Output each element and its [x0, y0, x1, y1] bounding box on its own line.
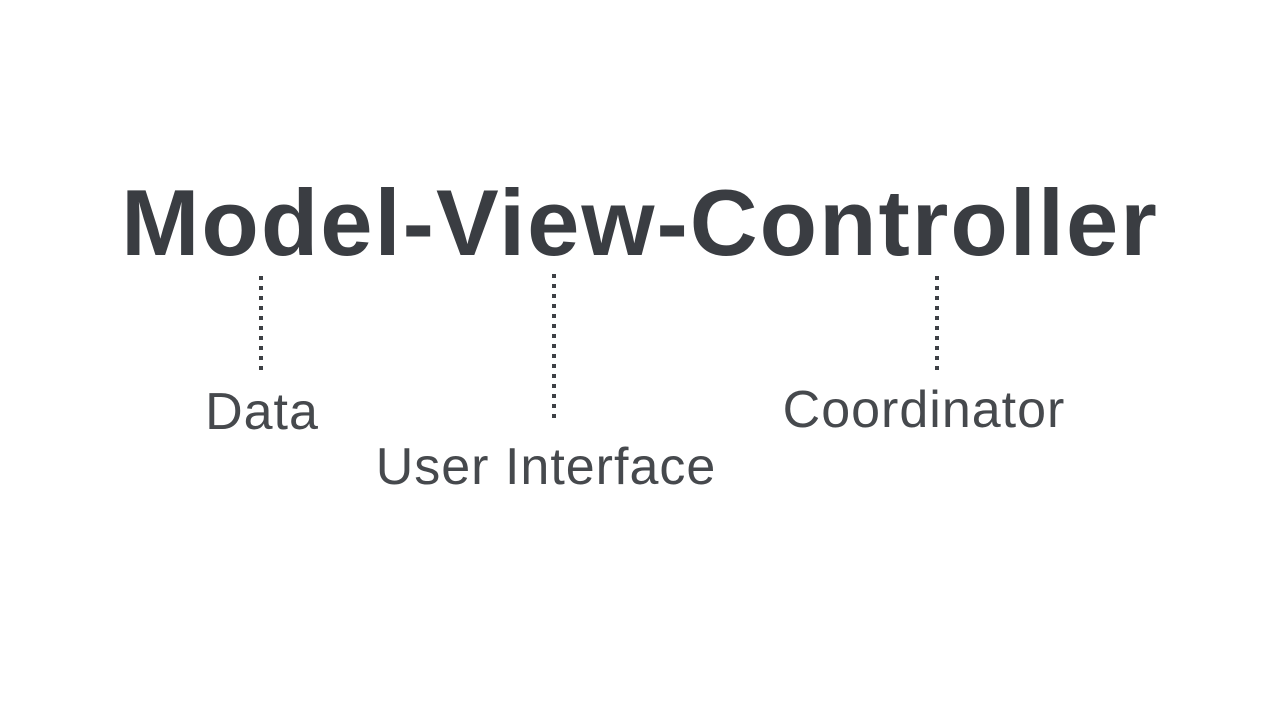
- view-node-label: User Interface: [375, 438, 717, 496]
- diagram-title: Model-View-Controller: [121, 170, 1159, 275]
- controller-connector-dotted-line: [935, 276, 939, 373]
- model-node-label: Data: [205, 383, 319, 441]
- view-connector-dotted-line: [552, 274, 556, 422]
- controller-node-label: Coordinator: [782, 381, 1066, 439]
- model-connector-dotted-line: [259, 276, 263, 374]
